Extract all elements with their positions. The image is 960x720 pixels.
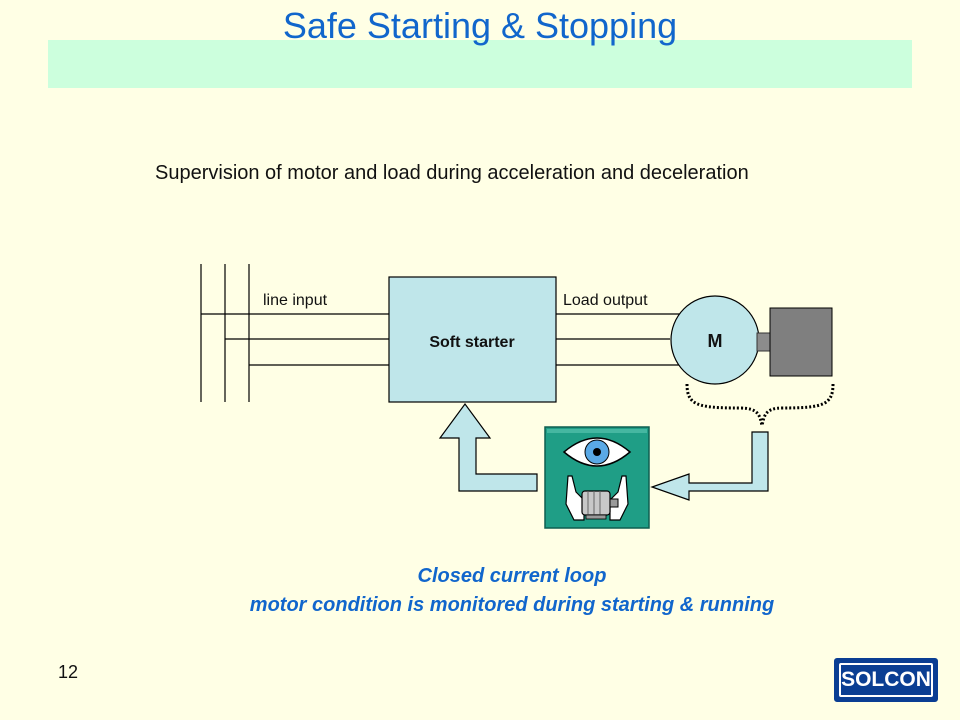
motor-icon bbox=[581, 490, 619, 520]
caption-line-1: Closed current loop bbox=[417, 565, 607, 587]
page-number: 12 bbox=[58, 662, 79, 682]
line-input-label: line input bbox=[263, 292, 328, 309]
soft-starter-box bbox=[388, 276, 557, 403]
soft-starter-label: Soft starter bbox=[429, 334, 514, 351]
measurement-bracket bbox=[685, 383, 835, 427]
control-arrow-out bbox=[438, 402, 538, 492]
logo-text: SOLCON bbox=[841, 668, 931, 691]
motor-shaft bbox=[756, 332, 772, 352]
title-bar bbox=[48, 40, 912, 88]
load-output-label: Load output bbox=[563, 292, 648, 309]
logo-border bbox=[839, 663, 933, 697]
feedback-arrow-in bbox=[650, 431, 769, 501]
output-lines bbox=[556, 313, 690, 366]
slide-title: Safe Starting & Stopping bbox=[282, 5, 678, 46]
supply-lines bbox=[200, 264, 389, 402]
solcon-logo: SOLCON bbox=[834, 658, 938, 702]
caption-line-2: motor condition is monitored during star… bbox=[249, 594, 775, 616]
load-block bbox=[769, 307, 833, 377]
slide-subtitle: Supervision of motor and load during acc… bbox=[155, 162, 749, 184]
motor-label: M bbox=[708, 331, 723, 351]
hands-icon bbox=[565, 475, 629, 521]
eye-icon bbox=[562, 437, 632, 467]
